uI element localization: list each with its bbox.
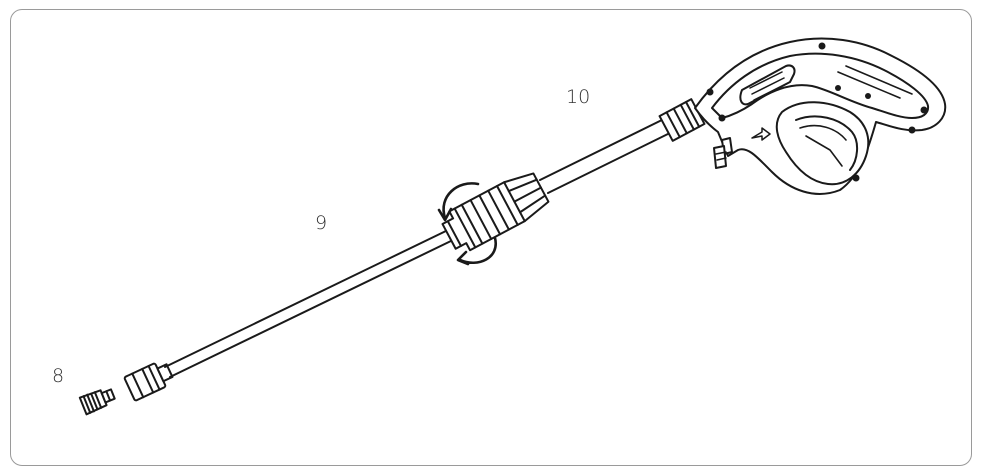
lance-tube [164, 229, 454, 378]
callout-label-10: 10 [566, 86, 591, 108]
callout-label-9: 9 [315, 212, 328, 234]
figure-frame [10, 9, 972, 466]
callout-label-8: 8 [52, 365, 65, 387]
twist-connector [441, 172, 550, 252]
lance-upper-tube [539, 116, 677, 194]
lance-tip-coupling [123, 362, 174, 402]
rotation-arrows-icon [437, 182, 498, 266]
screws [706, 42, 928, 182]
nozzle-part [78, 388, 116, 416]
gun-body [658, 37, 947, 195]
